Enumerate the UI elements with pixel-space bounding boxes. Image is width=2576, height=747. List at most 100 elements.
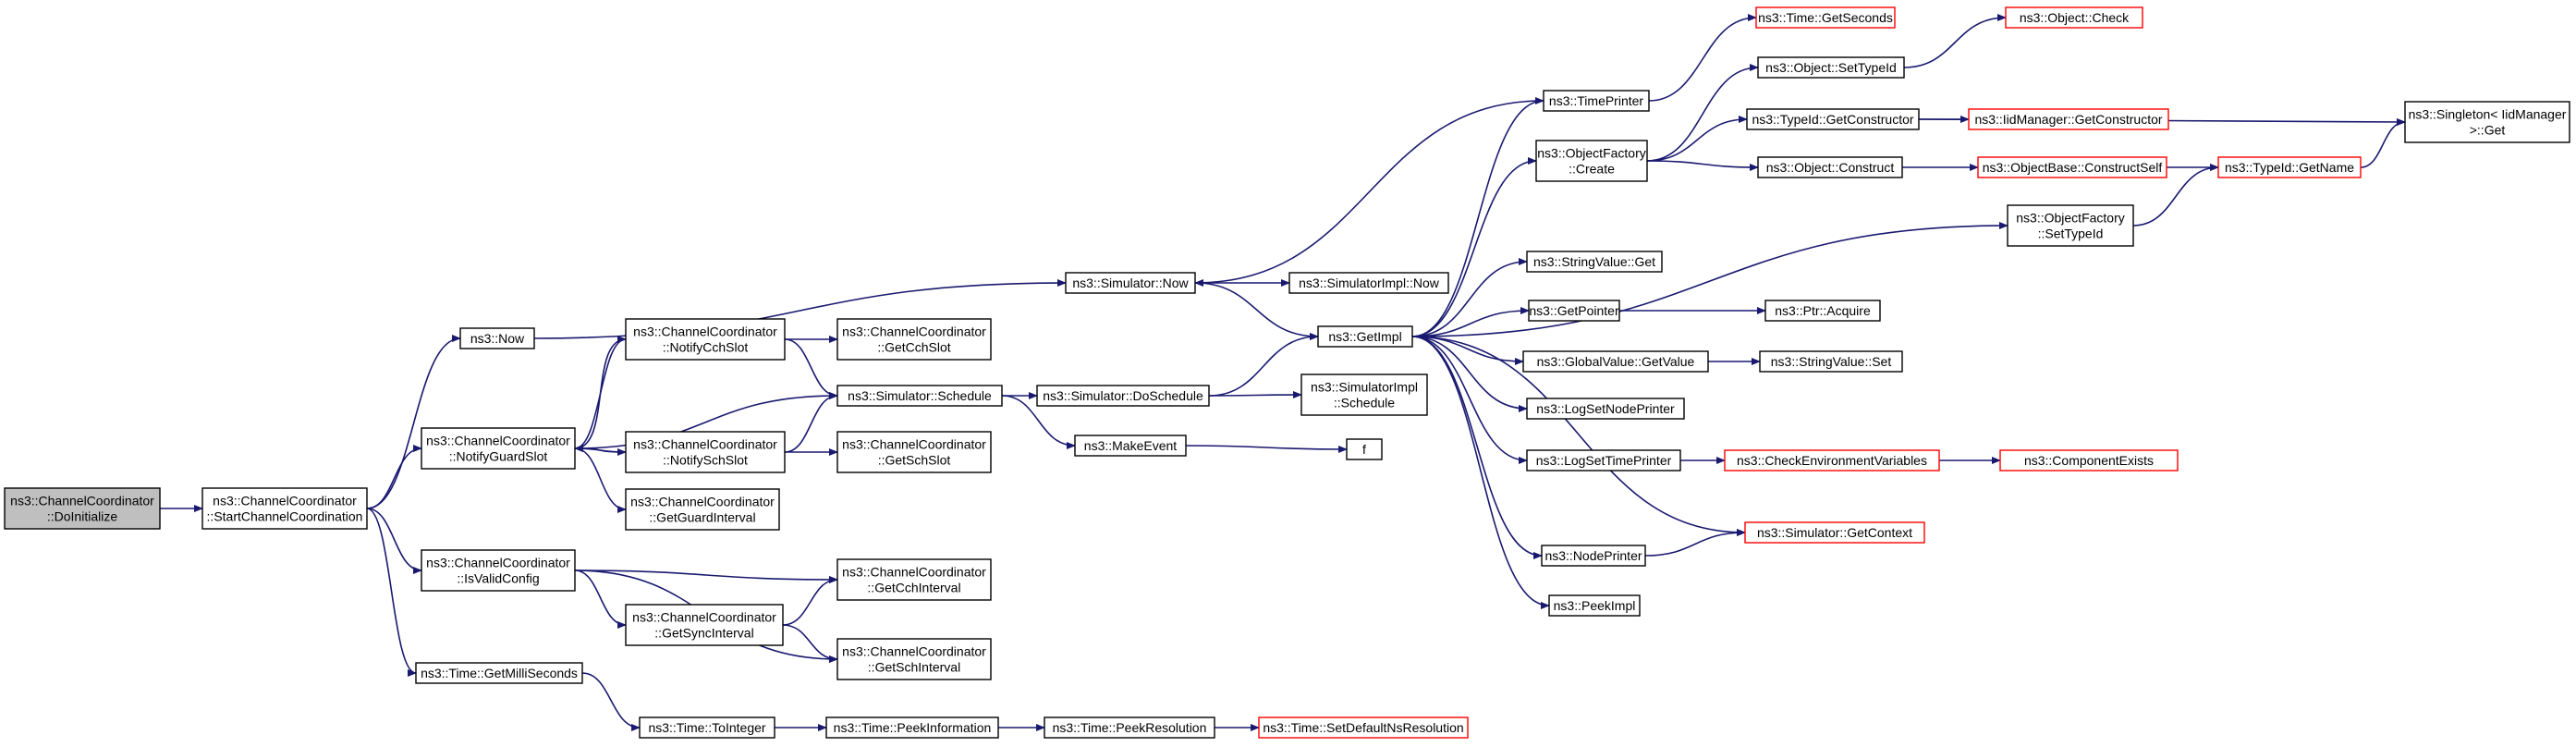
node-label: ::NotifySchSlot — [663, 453, 748, 468]
node-box — [2217, 156, 2362, 178]
node-box — [2404, 101, 2570, 143]
node-n12[interactable]: ns3::Simulator::Schedule — [836, 385, 1003, 407]
node-label: ns3::TypeId::GetName — [2225, 160, 2354, 175]
node-n45[interactable]: ns3::IidManager::GetConstructor — [1968, 108, 2169, 130]
node-n4[interactable]: ns3::ChannelCoordinator::IsValidConfig — [421, 549, 576, 592]
node-label: ns3::Now — [470, 331, 525, 346]
edge-n6-to-n12 — [784, 338, 838, 399]
node-n40[interactable]: ns3::Simulator::GetContext — [1744, 521, 1925, 544]
node-n20[interactable]: ns3::Time::PeekResolution — [1044, 716, 1215, 739]
node-n48[interactable]: ns3::ComponentExists — [1999, 449, 2179, 471]
node-box — [1724, 449, 1940, 471]
node-box — [1535, 140, 1648, 182]
node-n27[interactable]: ns3::ObjectFactory::Create — [1535, 140, 1648, 182]
node-n31[interactable]: ns3::LogSetNodePrinter — [1526, 398, 1685, 420]
node-n13[interactable]: ns3::ChannelCoordinator::GetSchSlot — [836, 431, 992, 473]
node-label: ::GetCchInterval — [867, 581, 960, 595]
node-n38[interactable]: ns3::Object::Construct — [1757, 156, 1903, 178]
node-label: ns3::StringValue::Set — [1771, 354, 1892, 369]
node-n49[interactable]: ns3::Singleton< IidManager>::Get — [2404, 101, 2570, 143]
edge-n22-to-n27 — [1411, 157, 1537, 337]
node-n43[interactable]: ns3::CheckEnvironmentVariables — [1724, 449, 1940, 471]
node-label: ns3::Object::SetTypeId — [1765, 60, 1897, 75]
node-n41[interactable]: ns3::Ptr::Acquire — [1764, 300, 1881, 322]
node-n17[interactable]: ns3::Simulator::Now — [1065, 272, 1196, 294]
node-n25[interactable]: ns3::Time::SetDefaultNsResolution — [1258, 716, 1469, 739]
edge-n22-to-n34 — [1411, 336, 1550, 609]
edge-n12-to-n19 — [1001, 395, 1076, 449]
node-n5[interactable]: ns3::Time::GetMilliSeconds — [415, 662, 583, 684]
node-n1[interactable]: ns3::ChannelCoordinator::StartChannelCoo… — [201, 487, 368, 530]
node-n33[interactable]: ns3::NodePrinter — [1541, 545, 1646, 567]
node-box — [1526, 398, 1685, 420]
node-n10[interactable]: ns3::Time::ToInteger — [639, 716, 775, 739]
node-n24[interactable]: f — [1346, 438, 1383, 460]
node-n39[interactable]: ns3::ObjectFactory::SetTypeId — [2007, 204, 2134, 247]
node-n6[interactable]: ns3::ChannelCoordinator::NotifyCchSlot — [625, 318, 786, 361]
node-box — [836, 431, 992, 473]
node-n16[interactable]: ns3::Time::PeekInformation — [825, 716, 999, 739]
node-label: ns3::GetImpl — [1328, 329, 1401, 344]
node-box — [1258, 716, 1469, 739]
node-label: ns3::GetPointer — [1529, 303, 1619, 318]
node-label: ns3::LogSetTimePrinter — [1536, 453, 1672, 468]
node-n18[interactable]: ns3::Simulator::DoSchedule — [1036, 385, 1210, 407]
node-n22[interactable]: ns3::GetImpl — [1317, 325, 1413, 348]
node-box — [1526, 449, 1681, 471]
node-box — [1977, 156, 2167, 178]
edge-n1-to-n5 — [366, 508, 417, 677]
node-n36[interactable]: ns3::Object::SetTypeId — [1757, 56, 1905, 79]
edge-n26-to-n35 — [1648, 14, 1757, 102]
node-box — [1528, 300, 1620, 322]
node-n7[interactable]: ns3::ChannelCoordinator::NotifySchSlot — [625, 431, 786, 473]
node-n8[interactable]: ns3::ChannelCoordinator::GetGuardInterva… — [625, 488, 780, 531]
node-label: ns3::Singleton< IidManager — [2409, 107, 2567, 122]
node-box — [1755, 6, 1896, 29]
node-n21[interactable]: ns3::SimulatorImpl::Now — [1288, 272, 1449, 294]
node-n42[interactable]: ns3::StringValue::Set — [1759, 350, 1903, 373]
node-n19[interactable]: ns3::MakeEvent — [1074, 435, 1187, 457]
node-n26[interactable]: ns3::TimePrinter — [1543, 90, 1650, 112]
node-box — [201, 487, 368, 530]
node-label: ns3::StringValue::Get — [1533, 254, 1655, 269]
node-n47[interactable]: ns3::TypeId::GetName — [2217, 156, 2362, 178]
node-n15[interactable]: ns3::ChannelCoordinator::GetSchInterval — [836, 638, 992, 680]
node-n35[interactable]: ns3::Time::GetSeconds — [1755, 6, 1896, 29]
node-box — [825, 716, 999, 739]
node-box — [625, 431, 786, 473]
node-n9[interactable]: ns3::ChannelCoordinator::GetSyncInterval — [625, 604, 784, 646]
node-label: ns3::Time::SetDefaultNsResolution — [1263, 720, 1463, 735]
node-label: ::IsValidConfig — [457, 571, 539, 586]
node-n32[interactable]: ns3::LogSetTimePrinter — [1526, 449, 1681, 471]
node-n2[interactable]: ns3::Now — [459, 327, 535, 349]
node-label: ns3::ChannelCoordinator — [426, 556, 570, 570]
node-label: ns3::ChannelCoordinator — [842, 437, 986, 452]
node-n0[interactable]: ns3::ChannelCoordinator::DoInitialize — [4, 487, 161, 530]
node-n29[interactable]: ns3::GetPointer — [1528, 300, 1620, 322]
node-n30[interactable]: ns3::GlobalValue::GetValue — [1522, 350, 1709, 373]
node-box — [1541, 545, 1646, 567]
node-label: ns3::ChannelCoordinator — [842, 644, 986, 659]
node-box — [1522, 350, 1709, 373]
node-box — [1757, 156, 1903, 178]
node-n28[interactable]: ns3::StringValue::Get — [1526, 251, 1663, 273]
node-n3[interactable]: ns3::ChannelCoordinator::NotifyGuardSlot — [421, 427, 576, 470]
node-n23[interactable]: ns3::SimulatorImpl::Schedule — [1300, 374, 1428, 416]
edge-n7-to-n3 — [574, 445, 627, 453]
node-box — [639, 716, 775, 739]
edge-n7-to-n12 — [784, 392, 838, 453]
node-box — [1044, 716, 1215, 739]
node-n44[interactable]: ns3::Object::Check — [2005, 6, 2143, 29]
node-box — [415, 662, 583, 684]
node-box — [1746, 108, 1920, 130]
node-n46[interactable]: ns3::ObjectBase::ConstructSelf — [1977, 156, 2167, 178]
node-n37[interactable]: ns3::TypeId::GetConstructor — [1746, 108, 1920, 130]
node-box — [421, 427, 576, 470]
edge-n27-to-n38 — [1646, 160, 1759, 171]
node-label: ::GetCchSlot — [877, 340, 950, 355]
node-n34[interactable]: ns3::PeekImpl — [1548, 594, 1641, 617]
node-box — [1543, 90, 1650, 112]
node-label: ::GetGuardInterval — [649, 510, 755, 525]
node-n14[interactable]: ns3::ChannelCoordinator::GetCchInterval — [836, 558, 992, 601]
node-n11[interactable]: ns3::ChannelCoordinator::GetCchSlot — [836, 318, 992, 361]
